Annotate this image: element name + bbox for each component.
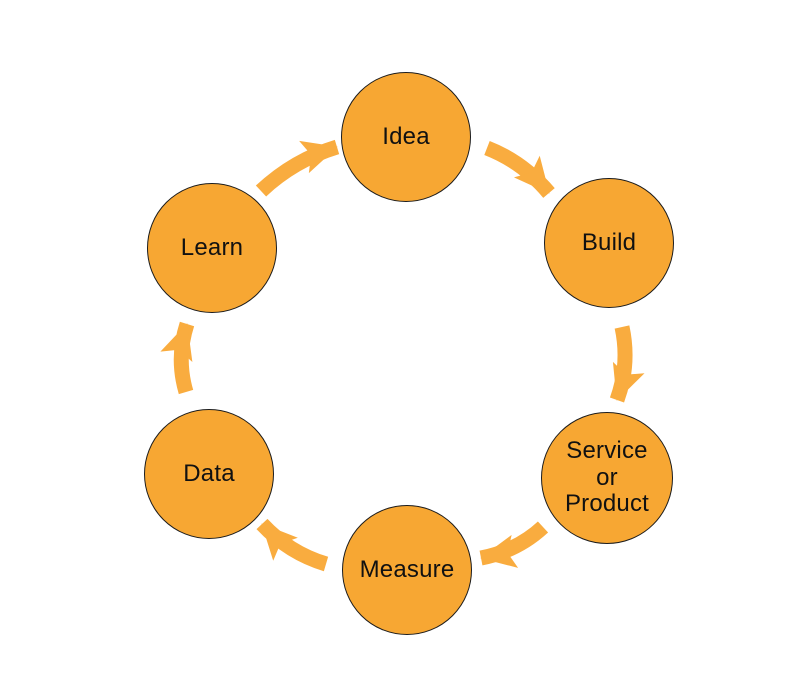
arrow-data-to-learn <box>160 321 195 395</box>
arrow-learn-to-idea <box>255 139 340 197</box>
node-service-or-product-label: Service or Product <box>564 437 650 518</box>
node-build-label: Build <box>581 228 637 256</box>
node-data: Data <box>144 409 274 539</box>
node-service-or-product: Service or Product <box>541 412 673 544</box>
arrow-idea-to-build <box>484 141 555 198</box>
node-idea-label: Idea <box>382 122 430 150</box>
arrow-measure-to-data <box>256 518 329 572</box>
node-data-label: Data <box>183 459 235 487</box>
arrow-service-to-measure <box>479 521 549 568</box>
node-learn: Learn <box>147 183 277 313</box>
node-idea: Idea <box>341 72 471 202</box>
node-build: Build <box>544 178 674 308</box>
arrow-build-to-service <box>609 325 645 403</box>
node-measure-label: Measure <box>359 555 455 583</box>
node-measure: Measure <box>342 505 472 635</box>
node-learn-label: Learn <box>180 233 244 261</box>
